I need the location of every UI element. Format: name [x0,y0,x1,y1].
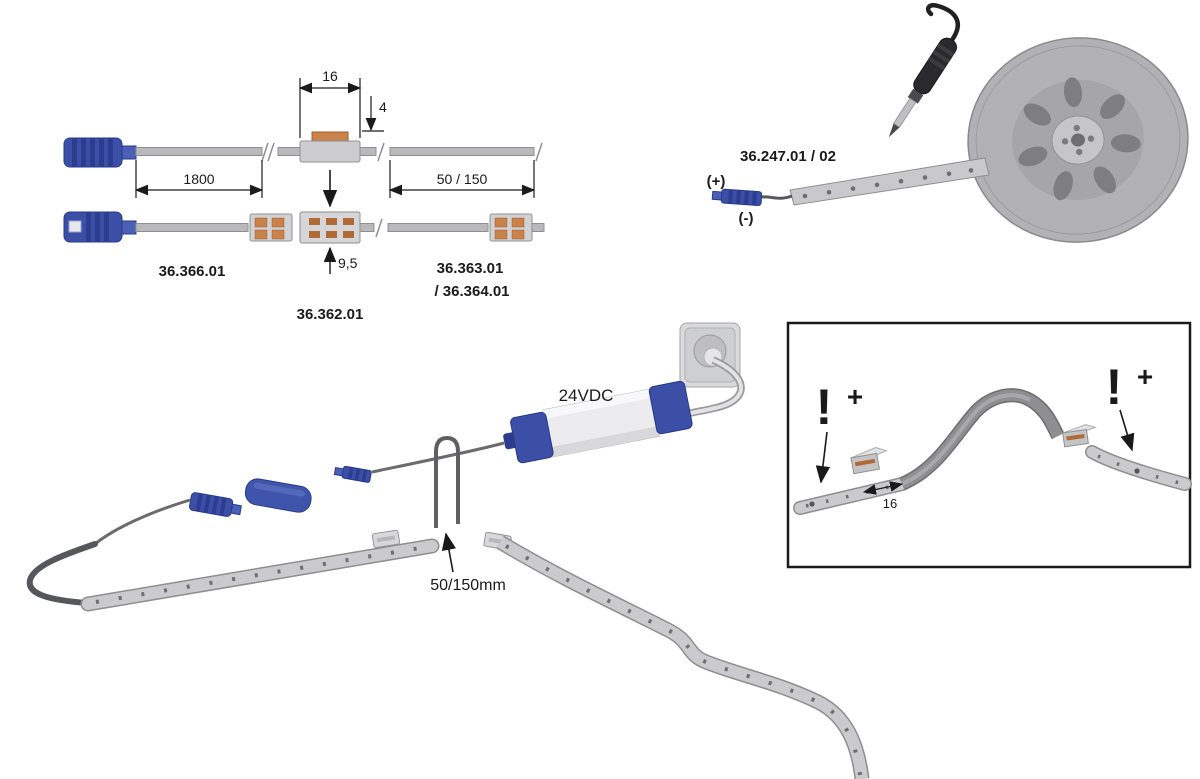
cable-bottom [135,223,249,232]
feed-wire-left [94,498,191,546]
contact-connector-left [249,213,293,242]
mini-blue-plug [333,465,372,483]
reel-section: (+) (-) 36.247.01 / 02 [707,3,1189,243]
contact-connector-right [489,213,545,242]
part-number-strip-2: / 36.364.01 [434,283,509,300]
polarity-minus-label: (-) [739,210,754,227]
part-number-connector-cable: 36.366.01 [159,263,226,280]
inset-strip-bent [899,388,1065,491]
inset-dim-16-label: 16 [883,496,897,511]
reel-blue-connector [711,188,763,207]
plus-icon-right: + [1137,361,1153,392]
part-number-reel: 36.247.01 / 02 [740,148,836,165]
strip-cable-top [359,142,543,162]
plus-icon-left: + [847,381,863,412]
warning-arrow-left [815,431,831,484]
dimension-clip-9-5: 9,5 [323,246,358,274]
soldering-iron-cable [925,3,960,43]
strip-clip-left [371,529,401,549]
inset-clip-left [849,446,888,475]
reel-lead-wire [761,194,793,200]
led-strip-right [496,535,870,779]
cable-assembly-drawing: 16 4 1800 50 / 150 [63,68,545,323]
installation-scene: 24VDC [26,322,870,779]
clip-connector-bottom-view [299,211,361,244]
strip-end-lead [26,541,98,606]
clip-connector-top-view [299,131,361,163]
jumper-length-label: 50/150mm [430,577,506,594]
driver-output-wire [371,441,505,474]
dimension-width-16: 16 [298,68,362,138]
led-strip-from-reel [789,157,990,206]
blue-connector-top [63,137,137,168]
inset-dimension-16: 16 [862,481,904,511]
dim-16-label: 16 [322,68,338,84]
jumper-pointer-arrow [441,532,456,573]
corner-detail-inset: 16 ! + ! + [786,321,1192,569]
polarity-plus-label: (+) [707,173,726,190]
blue-ribbed-plug [189,492,242,517]
warning-exclamation-icon-right: ! [1106,359,1123,415]
part-number-clip: 36.362.01 [297,306,364,323]
jumper-loop-wire [434,435,460,528]
warning-exclamation-icon-left: ! [816,379,833,435]
inset-strip-right [1085,445,1192,491]
cable-top [135,142,301,162]
dim-1800-label: 1800 [183,171,214,187]
inset-clip-right [1061,424,1097,448]
led-strip-left [80,538,440,612]
warning-arrow-right [1119,409,1135,452]
soldering-iron [888,37,957,138]
wall-outlet [679,322,741,388]
dim-9-5-label: 9,5 [338,255,358,271]
dim-50-150-label: 50 / 150 [437,171,488,187]
dimension-strip-50-150: 50 / 150 [388,160,536,198]
blue-connector-bottom [63,211,137,243]
led-reel [967,37,1189,243]
dim-4-label: 4 [379,99,387,115]
blue-connector-barrel [244,478,312,513]
dimension-height-4: 4 [362,96,387,132]
strip-cable-bottom [359,218,489,238]
part-number-strip-1: 36.363.01 [437,260,504,277]
dimension-cable-1800: 1800 [134,160,264,198]
led-driver [503,380,693,464]
voltage-label: 24VDC [559,386,614,405]
